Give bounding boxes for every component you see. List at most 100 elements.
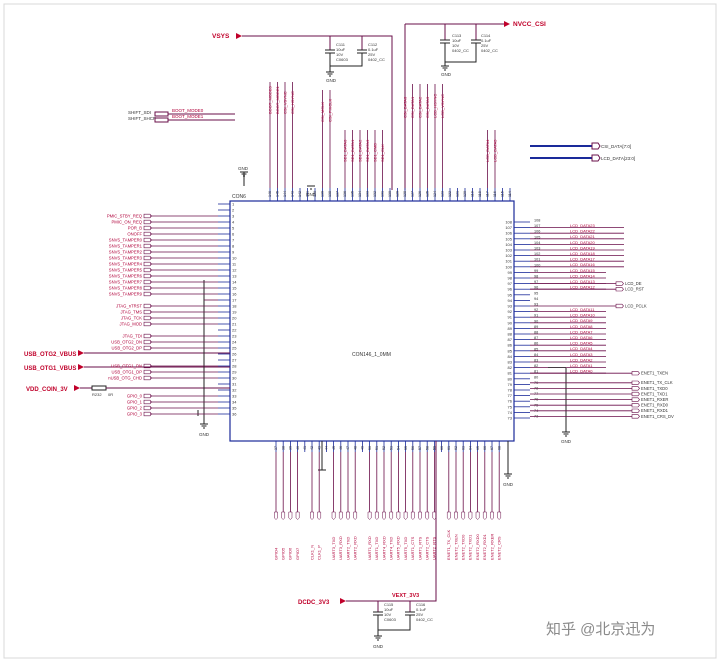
left-net-sys-port: [143, 231, 152, 237]
gnd-label-4: GND: [306, 192, 317, 197]
bottom-net-gpio-port: [288, 511, 293, 520]
bottom-pin-number: 39: [289, 446, 293, 450]
left-net-sys-port: [143, 291, 152, 297]
bottom-net-uart-b-label: UART5_RXD: [396, 536, 401, 560]
bottom-net-uart-a-port: [346, 511, 350, 520]
left-pin-number: 32: [232, 388, 237, 393]
right-pin-number: 76: [508, 399, 513, 404]
bottom-net-uart-b-label: UART4_RXD: [381, 536, 386, 560]
r232-val: 0R: [108, 392, 113, 397]
left-pin-number: 14: [232, 280, 237, 285]
left-pin-number: 31: [232, 382, 237, 387]
c112-pkg: 0402_CC: [368, 57, 385, 62]
left-net-sys-label: SNVS_TAMPER9: [109, 291, 143, 296]
top-net-unused-label: SD1_DATA3: [365, 139, 370, 162]
bottom-pin-number: 42: [310, 446, 314, 450]
left-net-jtag-label: JTAG_MOD: [120, 321, 143, 326]
bottom-net-gpio-label: GPIO6: [288, 547, 293, 560]
right-pin-number: 88: [508, 332, 513, 337]
right-pin-number-out: 86: [534, 342, 538, 346]
c114-val: 0.1uF: [481, 38, 492, 43]
left-pin-number: 8: [232, 244, 235, 249]
left-net-sys-label: POR_B: [128, 225, 142, 230]
gnd-symbol-5: [200, 280, 208, 429]
left-net-sys-port: [143, 237, 152, 243]
top-net-csi-label: CSI_DATA2: [417, 96, 422, 118]
right-pin-number-out: 104: [534, 241, 540, 245]
right-pin-number-out: 84: [534, 353, 538, 357]
boot-mode1-label: BOOT_MODE1: [172, 114, 204, 119]
right-pin-number: 94: [508, 298, 513, 303]
right-pin-number: 82: [508, 365, 513, 370]
bottom-pin-number: 44: [325, 446, 329, 450]
bottom-net-gpio-label: GPIO5: [281, 547, 286, 560]
left-pin-group: 1234567891011121314151617181920212223242…: [107, 202, 237, 417]
top-pin-number: 125: [426, 191, 430, 197]
left-net-usb1-label: USB_OTG1_DP: [112, 369, 143, 374]
right-net-lcd-lo-label: LCD_DATA8: [570, 324, 593, 329]
top-net-boot-label: CSI_HSYNC: [290, 91, 295, 114]
left-net-gpio-label: GPIO_3: [127, 411, 143, 416]
c112-volt: 25V: [368, 52, 375, 57]
top-pin-number: 114: [508, 191, 512, 197]
c114-pkg: 0402_CC: [481, 48, 498, 53]
bottom-net-clk-port: [310, 511, 314, 520]
bottom-net-enet2-label: ENET2_TXD1: [468, 534, 473, 560]
bottom-net-uart-a-label: UART3_RXD: [338, 536, 343, 560]
top-pin-number: 135: [351, 191, 355, 197]
bottom-pin-number: 63: [461, 446, 465, 450]
left-net-jtag-port: [143, 321, 152, 327]
csi-bus-ports: [591, 142, 601, 162]
left-net-usb2-label: USB_OTG2_DP: [112, 345, 143, 350]
left-pin-number: 35: [232, 406, 237, 411]
right-pin-number: 100: [505, 264, 512, 269]
bottom-net-gpio-port: [281, 511, 286, 520]
top-net-lcd-label: LCD_DATA4: [485, 139, 490, 162]
right-pin-number: 96: [508, 287, 513, 292]
vext-cap-gnd: [377, 615, 411, 636]
top-pin-number: 136: [343, 191, 347, 197]
watermark: 知乎 @北京迅为: [546, 621, 655, 638]
right-net-lcd-lo-label: LCD_DATA11: [570, 307, 595, 312]
right-pin-number-out: 96: [534, 286, 538, 290]
top-pin-number: 138: [328, 191, 332, 197]
right-pin-number-out: 99: [534, 269, 538, 273]
right-pin-number: 91: [508, 315, 513, 320]
right-net-lcd-hi-label: LCD_DATA22: [570, 229, 596, 234]
dcdc-rail: [346, 441, 437, 602]
gnd-symbol-2: [441, 65, 449, 71]
bottom-net-uart-b-label: UART1_TXD: [374, 537, 379, 560]
top-net-boot-label: BOOT_MODE0: [267, 85, 272, 114]
right-pin-number: 79: [508, 382, 513, 387]
right-enet-label: ENET1_RXD0: [641, 403, 669, 408]
top-pin-number: 133: [366, 191, 370, 197]
right-net-lcd-mid-label: LCD_DATA12: [570, 285, 596, 290]
bottom-net-uart-b-port: [425, 511, 430, 520]
left-pin-number: 1: [232, 202, 235, 207]
left-pin-number: 20: [232, 316, 237, 321]
left-net-sys-label: SNVS_TAMPER4: [109, 261, 143, 266]
left-net-usb2-port: [143, 339, 152, 345]
bottom-net-uart-b-port: [432, 511, 437, 520]
right-pin-number-out: 106: [534, 230, 540, 234]
right-pin-number: 74: [508, 410, 513, 415]
bottom-pin-number: 47: [346, 446, 350, 450]
left-net-sys-label: SNVS_TAMPER2: [109, 249, 143, 254]
c116-volt: 25V: [416, 612, 423, 617]
left-pin-number: 7: [232, 238, 235, 243]
bottom-pin-number: 58: [425, 446, 429, 450]
lcd-data-bus-label: LCD_DATA[23:0]: [601, 156, 635, 161]
gnd-symbol-3: [240, 171, 248, 186]
bottom-pin-number: 45: [332, 446, 336, 450]
bottom-net-uart-b-port: [382, 511, 386, 520]
c115-ref: C115: [384, 602, 394, 607]
right-net-lcd-lo-label: LCD_DATA10: [570, 313, 596, 318]
right-pin-number: 108: [505, 220, 512, 225]
left-net-sys-label: SNVS_TAMPER8: [109, 285, 143, 290]
left-net-sys-label: ONOFF: [127, 231, 142, 236]
left-pin-number: 23: [232, 334, 237, 339]
left-net-jtag-label: JTAG_TMS: [120, 309, 142, 314]
